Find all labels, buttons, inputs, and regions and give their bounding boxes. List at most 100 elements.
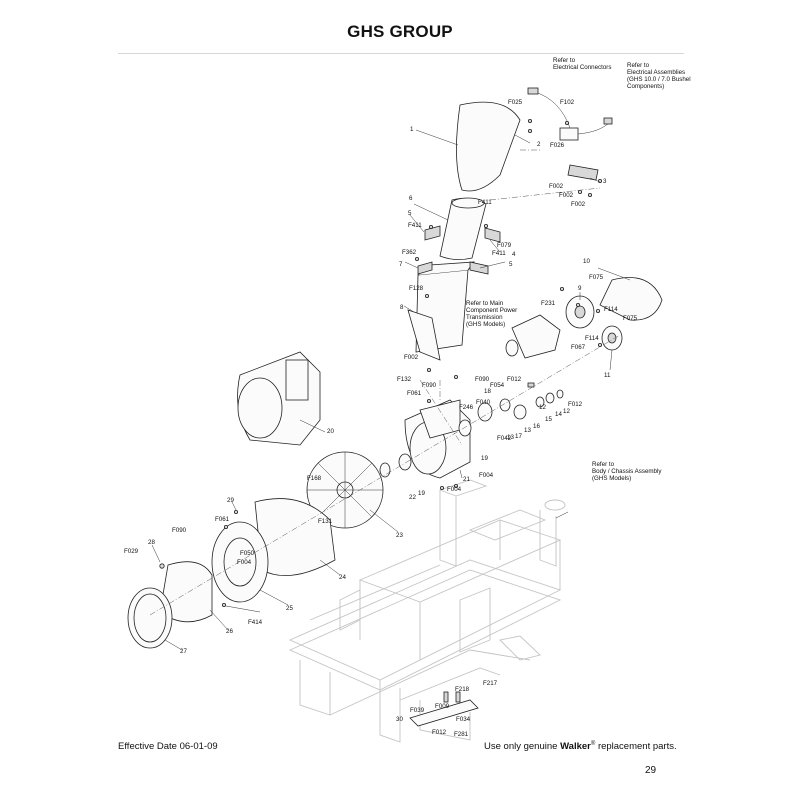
callout-16: 16 [533, 423, 540, 430]
callout-11: 11 [604, 372, 611, 379]
chute-brackets [417, 164, 599, 275]
callout-f002d: F002 [404, 354, 419, 361]
callout-12b: 12 [539, 404, 546, 411]
genuine-parts-notice: Use only genuine Walker® replacement par… [484, 741, 677, 752]
lower-bracket [409, 691, 479, 727]
note-electrical-assemblies-2: Electrical Assemblies [627, 69, 685, 76]
note-main-component-1: Refer to Main [466, 300, 504, 307]
callout-f079: F079 [497, 242, 512, 249]
callout-12a: 12 [563, 408, 570, 415]
callout-20: 20 [327, 428, 334, 435]
callout-21: 21 [463, 476, 470, 483]
note-electrical-assemblies-3: (GHS 10.0 / 7.0 Bushel [627, 76, 691, 83]
callout-f090a: F090 [422, 382, 437, 389]
callout-5b: 5 [509, 261, 513, 268]
callout-5a: 5 [408, 210, 412, 217]
callout-26: 26 [226, 628, 233, 635]
leader-lines [151, 129, 631, 651]
callout-27: 27 [180, 648, 187, 655]
reference-notes: Refer to Electrical Connectors Refer to … [466, 57, 691, 482]
callout-f054: F054 [490, 382, 505, 389]
notice-suffix: replacement parts. [597, 741, 677, 753]
notice-mark: ® [590, 741, 596, 747]
callout-f034: F034 [456, 716, 471, 723]
note-body-chassis-1: Refer to [592, 461, 615, 468]
callout-1: 1 [410, 126, 414, 133]
callout-f128: F128 [409, 285, 424, 292]
callout-f004c: F004 [237, 559, 252, 566]
callout-30: 30 [396, 716, 403, 723]
callout-f004b: F004 [447, 486, 462, 493]
callout-25: 25 [286, 605, 293, 612]
note-electrical-connectors-1: Refer to [553, 57, 576, 64]
callout-f411a: F411 [478, 199, 492, 206]
callout-f090b: F090 [475, 376, 490, 383]
blower-housing-assembly [127, 351, 471, 649]
callout-f002a: F002 [549, 183, 564, 190]
callout-f217: F217 [483, 680, 498, 687]
electrical-actuator [527, 87, 613, 141]
drive-pulley-assembly [505, 277, 663, 359]
callout-f002b: F002 [559, 192, 574, 199]
callout-13b: 13 [507, 434, 514, 441]
note-main-component-4: (GHS Models) [466, 321, 505, 328]
callout-f411b: F411 [408, 222, 422, 229]
callout-24: 24 [339, 574, 346, 581]
page-title: GHS GROUP [347, 22, 453, 41]
callout-f168: F168 [307, 475, 322, 482]
notice-brand: Walker [560, 741, 591, 753]
callout-15: 15 [545, 416, 552, 423]
callout-f362: F362 [402, 249, 417, 256]
shaft-hardware [458, 382, 564, 437]
callout-f029: F029 [124, 548, 139, 555]
callout-f039: F039 [410, 707, 425, 714]
callout-22: 22 [409, 494, 416, 501]
callout-f075a: F075 [589, 274, 604, 281]
callout-f004a: F004 [479, 472, 494, 479]
callout-f026: F026 [550, 142, 565, 149]
callout-7: 7 [399, 261, 403, 268]
callout-29: 29 [227, 497, 234, 504]
callout-f012c: F012 [432, 729, 447, 736]
callout-14: 14 [555, 411, 562, 418]
callout-3: 3 [603, 178, 607, 185]
part-callouts: F025 F102 1 2 F026 3 F002 F002 F002 6 F4… [124, 99, 638, 738]
chassis-frame [288, 479, 566, 743]
note-main-component-2: Component Power [466, 307, 517, 314]
callout-f012b: F012 [568, 401, 583, 408]
note-electrical-assemblies-4: Components) [627, 83, 664, 90]
callout-19b: 19 [418, 490, 425, 497]
callout-f414: F414 [248, 619, 263, 626]
callout-9: 9 [578, 285, 582, 292]
callout-6: 6 [409, 195, 413, 202]
callout-f002c: F002 [571, 201, 586, 208]
callout-f042: F042 [497, 435, 512, 442]
callout-f132: F132 [397, 376, 412, 383]
assembly-axes [149, 149, 621, 616]
callout-f067: F067 [571, 344, 586, 351]
callout-f090c: F090 [172, 527, 187, 534]
callout-f246: F246 [459, 404, 474, 411]
header-rule [118, 53, 684, 54]
callout-f218: F218 [455, 686, 470, 693]
callout-23: 23 [396, 532, 403, 539]
callout-f025: F025 [508, 99, 523, 106]
note-body-chassis-2: Body / Chassis Assembly [592, 468, 662, 475]
callout-17: 17 [515, 433, 522, 440]
callout-f281: F281 [454, 731, 469, 738]
callout-f114b: F114 [585, 335, 599, 342]
callout-f131: F131 [318, 518, 333, 525]
callout-13a: 13 [524, 427, 531, 434]
callout-f061a: F061 [407, 390, 422, 397]
note-body-chassis-3: (GHS Models) [592, 475, 631, 482]
effective-date: Effective Date 06-01-09 [118, 741, 218, 752]
fasteners [159, 119, 603, 608]
callout-8: 8 [400, 304, 404, 311]
callout-f114a: F114 [604, 306, 618, 313]
discharge-chute-assembly [407, 101, 521, 361]
callout-4: 4 [512, 251, 516, 258]
note-electrical-assemblies-1: Refer to [627, 62, 650, 69]
callout-f075b: F075 [623, 315, 638, 322]
callout-18: 18 [484, 388, 491, 395]
